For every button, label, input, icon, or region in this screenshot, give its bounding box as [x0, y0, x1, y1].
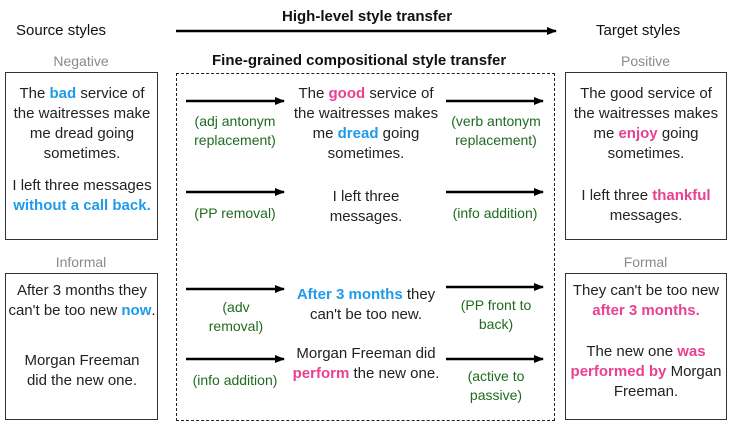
formal-label: Formal: [623, 254, 668, 270]
op-adj-antonym-replacement: (adj antonym replacement): [194, 113, 276, 148]
op-pp-removal: (PP removal): [194, 205, 276, 221]
informal-sentence-2: Morgan Freeman did the new one.: [24, 352, 140, 389]
negative-box: [5, 72, 158, 240]
middle-sentence-1: The good service of the waitresses makes…: [293, 85, 439, 162]
informal-box: [5, 273, 158, 420]
fine-grained-dashed-box: [176, 73, 555, 421]
fine-grained-transfer-header: Fine-grained compositional style transfe…: [212, 52, 507, 69]
high-level-transfer-header: High-level style transfer: [282, 8, 453, 25]
op-info-addition-left: (info addition): [192, 372, 278, 388]
positive-sentence-2: I left three thankful messages.: [581, 187, 711, 224]
op-pp-front-to-back: (PP front to back): [460, 297, 532, 332]
positive-label: Positive: [620, 53, 671, 69]
formal-box: [565, 273, 727, 420]
op-info-addition-right: (info addition): [452, 205, 538, 221]
middle-sentence-3: After 3 months they can't be too new.: [296, 286, 436, 323]
op-verb-antonym-replacement: (verb antonym replacement): [451, 113, 541, 148]
negative-sentence-1: The bad service of the waitresses make m…: [13, 85, 151, 162]
middle-sentence-4: Morgan Freeman did perform the new one.: [292, 345, 440, 382]
informal-sentence-1: After 3 months they can't be too new now…: [8, 282, 156, 319]
informal-label: Informal: [55, 254, 107, 270]
formal-sentence-1: They can't be too new after 3 months.: [572, 282, 720, 319]
source-styles-header: Source styles: [16, 22, 107, 39]
negative-label: Negative: [53, 53, 109, 69]
positive-sentence-1: The good service of the waitresses makes…: [573, 85, 719, 162]
middle-sentence-2: I left three messages.: [329, 188, 403, 225]
op-active-to-passive: (active to passive): [467, 368, 525, 403]
op-adv-removal: (adv removal): [208, 299, 264, 334]
positive-box: [565, 72, 727, 240]
formal-sentence-2: The new one was performed by Morgan Free…: [570, 343, 722, 400]
target-styles-header: Target styles: [596, 22, 681, 39]
negative-sentence-2: I left three messages without a call bac…: [12, 177, 152, 214]
